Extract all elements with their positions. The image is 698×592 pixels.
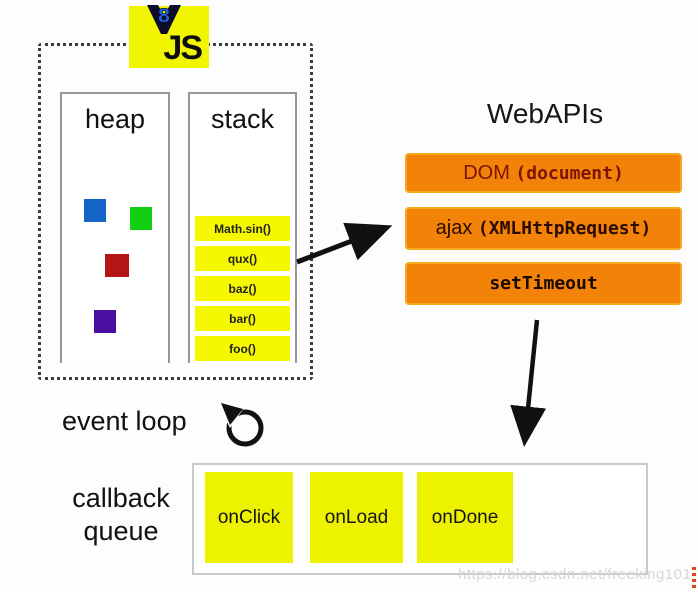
stack-title: stack bbox=[210, 104, 275, 134]
callback-queue-label-line2: queue bbox=[83, 516, 159, 546]
webapi-ajax-code: (XMLHttpRequest) bbox=[477, 218, 652, 239]
heap-object-green bbox=[130, 207, 152, 230]
heap-box: heap bbox=[60, 92, 170, 363]
watermark-text: https://blog.csdn.net/freeking101 bbox=[458, 566, 692, 583]
stack-frame: foo() bbox=[195, 336, 290, 361]
stack-box: stack Math.sin() qux() baz() bar() foo() bbox=[188, 92, 297, 363]
event-loop-cycle-icon bbox=[213, 397, 271, 458]
webapi-settimeout-code: setTimeout bbox=[489, 273, 598, 294]
webapi-ajax: ajax (XMLHttpRequest) bbox=[405, 207, 682, 250]
webapis-title: WebAPIs bbox=[486, 98, 604, 129]
webapi-settimeout: setTimeout bbox=[405, 262, 682, 305]
v8-engine-icon: 8 bbox=[143, 0, 185, 43]
heap-object-purple bbox=[94, 310, 116, 333]
stack-frame: bar() bbox=[195, 306, 290, 331]
callback-item-ondone: onDone bbox=[417, 472, 513, 563]
stack-frames: Math.sin() qux() baz() bar() foo() bbox=[195, 216, 290, 361]
event-loop-label: event loop bbox=[62, 406, 187, 436]
webapi-dom: DOM (document) bbox=[405, 153, 682, 193]
arrow-settimeout-to-queue bbox=[510, 319, 547, 447]
heap-title: heap bbox=[84, 104, 146, 134]
webapi-ajax-label: ajax bbox=[435, 217, 478, 239]
callback-queue-label: callback queue bbox=[60, 482, 182, 548]
js-logo: 8 JS bbox=[129, 5, 209, 68]
corner-dashes-decoration bbox=[692, 567, 696, 588]
webapi-dom-label: DOM bbox=[463, 161, 516, 184]
heap-object-red bbox=[105, 254, 129, 277]
callback-queue-label-line1: callback bbox=[72, 483, 170, 513]
stack-frame: qux() bbox=[195, 246, 290, 271]
heap-object-blue bbox=[84, 199, 106, 222]
callback-item-onload: onLoad bbox=[310, 472, 403, 563]
webapi-dom-code: (document) bbox=[515, 162, 624, 184]
js-logo-label: JS bbox=[163, 29, 203, 67]
stack-frame: baz() bbox=[195, 276, 290, 301]
stack-frame: Math.sin() bbox=[195, 216, 290, 241]
svg-text:8: 8 bbox=[157, 5, 170, 27]
callback-item-onclick: onClick bbox=[205, 472, 293, 563]
